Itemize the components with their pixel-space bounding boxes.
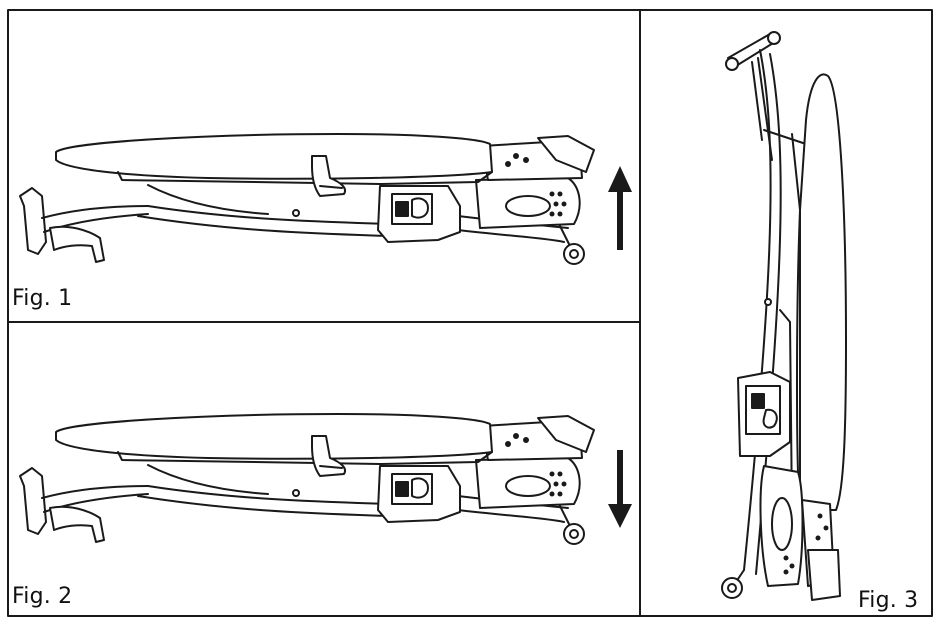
ironing-board-folded-illustration: [721, 31, 847, 601]
figure-1-panel: Fig. 1: [8, 10, 640, 322]
ironing-board-horizontal-illustration: [19, 133, 632, 265]
arrow-down-icon: [608, 450, 632, 528]
figure-3-label: Fig. 3: [858, 588, 919, 613]
figure-1-label: Fig. 1: [12, 286, 73, 311]
ironing-board-horizontal-illustration: [19, 413, 632, 545]
figure-3-panel: Fig. 3: [640, 10, 932, 616]
figure-2-label: Fig. 2: [12, 584, 73, 609]
arrow-up-icon: [608, 166, 632, 250]
figure-2-panel: Fig. 2: [8, 322, 640, 616]
